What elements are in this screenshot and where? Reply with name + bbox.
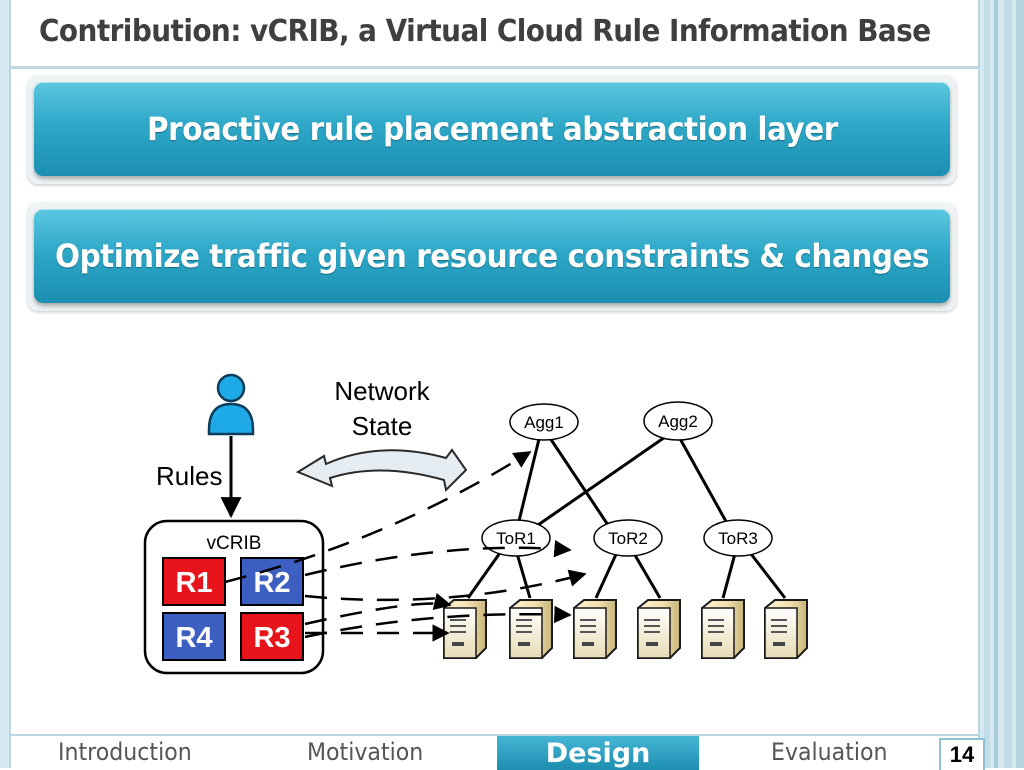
- frame-stripe: [994, 0, 998, 768]
- nav-design-label: Design: [545, 737, 651, 769]
- switch-agg2-node: [643, 401, 713, 441]
- switch-tor3-label: ToR3: [718, 529, 758, 548]
- frame-stripe: [1004, 0, 1012, 768]
- rule-r4-label: R4: [175, 622, 212, 654]
- vcrib-diagram: Rules Network State vCRIB R1 R2 R4 R3 Ag…: [143, 373, 808, 675]
- switch-agg2-label: Agg2: [658, 412, 698, 431]
- banner-optimize-traffic: Optimize traffic given resource constrai…: [28, 203, 956, 311]
- switch-agg1-node: [509, 403, 579, 441]
- network-state-label: State: [352, 411, 413, 441]
- page-number: 14: [939, 738, 985, 770]
- nav-design[interactable]: Design: [497, 736, 699, 770]
- server-icon: [701, 599, 745, 659]
- user-icon: [207, 373, 255, 436]
- title-bar: Contribution: vCRIB, a Virtual Cloud Rul…: [11, 0, 978, 66]
- frame-stripe: [984, 0, 990, 768]
- server-icon: [637, 599, 681, 659]
- rule-r1: R1: [162, 557, 226, 606]
- rule-r1-label: R1: [175, 567, 212, 599]
- server-icon: [573, 599, 617, 659]
- switch-tor1-label: ToR1: [496, 529, 536, 548]
- switch-tor2-label: ToR2: [608, 529, 648, 548]
- topology-links: [466, 433, 787, 599]
- rule-r3: R3: [240, 612, 304, 661]
- rule-r4-box: [162, 612, 226, 661]
- network-state-label: Network: [334, 376, 430, 406]
- switch-agg1: Agg1: [509, 403, 579, 441]
- rule-placement-arrows: [224, 450, 587, 642]
- rule-r2-label: R2: [253, 567, 290, 599]
- vcrib-label: vCRIB: [207, 533, 262, 554]
- rule-r4: R4: [162, 612, 226, 661]
- nav-introduction[interactable]: Introduction: [58, 738, 192, 766]
- switch-tor2: ToR2: [593, 519, 663, 557]
- frame-stripe: [1016, 0, 1024, 768]
- network-state-arrow: [295, 448, 468, 493]
- rule-r2: R2: [240, 557, 304, 606]
- rule-r3-box: [240, 612, 304, 661]
- rule-r2-box: [240, 557, 304, 606]
- rule-r3-label: R3: [253, 622, 290, 654]
- switch-tor3-node: [703, 519, 773, 557]
- switch-agg2: Agg2: [643, 401, 713, 441]
- banner-text: Proactive rule placement abstraction lay…: [146, 110, 838, 148]
- banner-rule-placement: Proactive rule placement abstraction lay…: [28, 76, 956, 184]
- rules-label: Rules: [156, 461, 222, 491]
- nav-evaluation[interactable]: Evaluation: [771, 738, 888, 766]
- switch-tor1: ToR1: [481, 519, 551, 557]
- nav-motivation[interactable]: Motivation: [307, 738, 424, 766]
- slide-title: Contribution: vCRIB, a Virtual Cloud Rul…: [39, 14, 931, 49]
- banner-text: Optimize traffic given resource constrai…: [55, 237, 930, 275]
- server-icon: [764, 599, 808, 659]
- server-icon: [443, 599, 487, 659]
- switch-tor2-node: [593, 519, 663, 557]
- footer-nav: Introduction Motivation Design Evaluatio…: [11, 734, 985, 770]
- title-divider: [11, 66, 978, 69]
- switch-tor3: ToR3: [703, 519, 773, 557]
- rule-r1-box: [162, 557, 226, 606]
- switch-agg1-label: Agg1: [524, 413, 564, 432]
- server-icon: [509, 599, 553, 659]
- servers: [443, 599, 808, 659]
